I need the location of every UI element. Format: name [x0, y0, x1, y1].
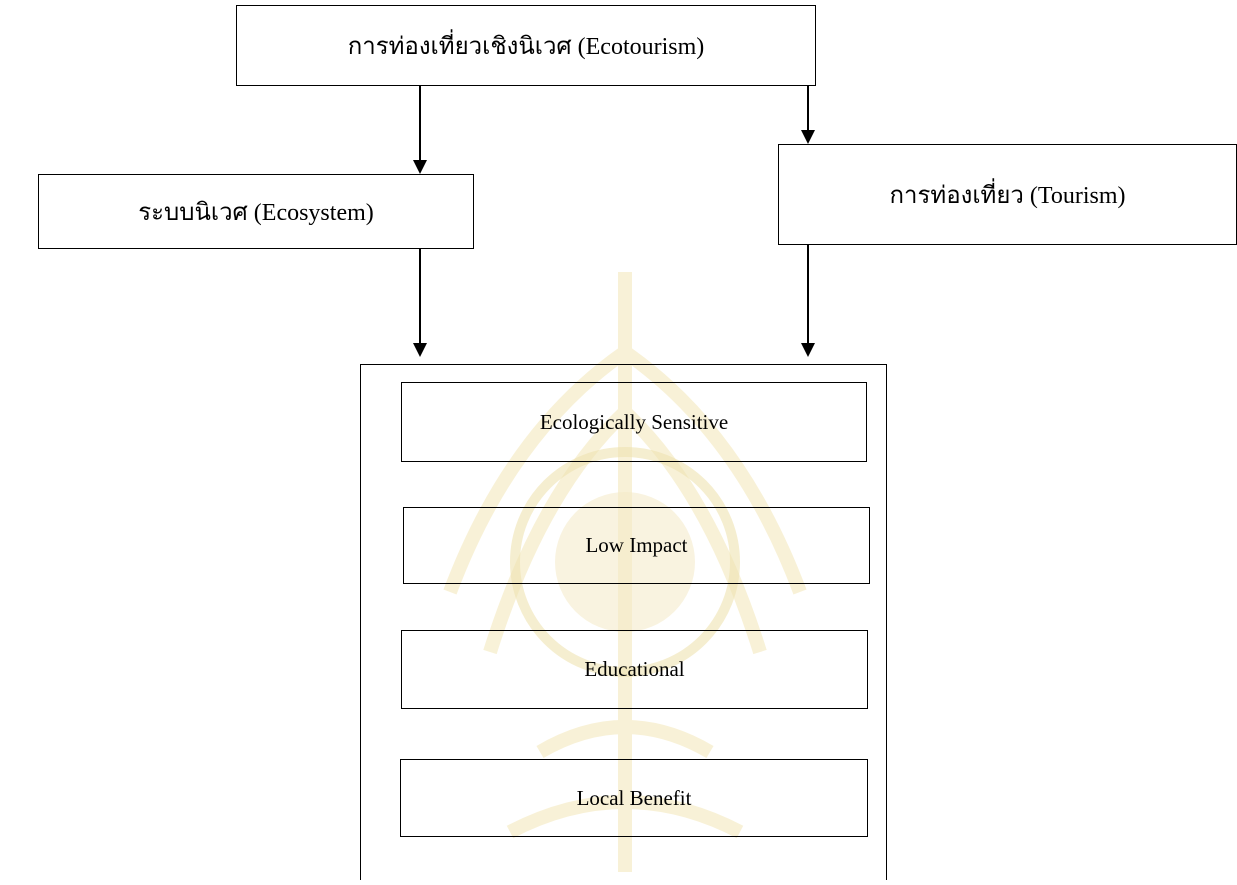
principle-local-benefit: Local Benefit: [400, 759, 868, 837]
principle-label: Low Impact: [585, 533, 688, 557]
principle-ecologically-sensitive: Ecologically Sensitive: [401, 382, 867, 462]
node-tourism: การท่องเที่ยว (Tourism): [778, 144, 1237, 245]
node-ecotourism: การท่องเที่ยวเชิงนิเวศ (Ecotourism): [236, 5, 816, 86]
principle-label: Educational: [584, 657, 685, 681]
node-ecosystem-label: ระบบนิเวศ (Ecosystem): [138, 200, 374, 226]
principle-low-impact: Low Impact: [403, 507, 870, 584]
node-ecosystem: ระบบนิเวศ (Ecosystem): [38, 174, 474, 249]
principle-label: Local Benefit: [576, 785, 692, 810]
principle-educational: Educational: [401, 630, 868, 709]
principles-container: [360, 364, 887, 880]
node-tourism-label: การท่องเที่ยว (Tourism): [889, 183, 1126, 209]
principle-label: Ecologically Sensitive: [539, 409, 729, 434]
node-ecotourism-label: การท่องเที่ยวเชิงนิเวศ (Ecotourism): [347, 34, 705, 60]
